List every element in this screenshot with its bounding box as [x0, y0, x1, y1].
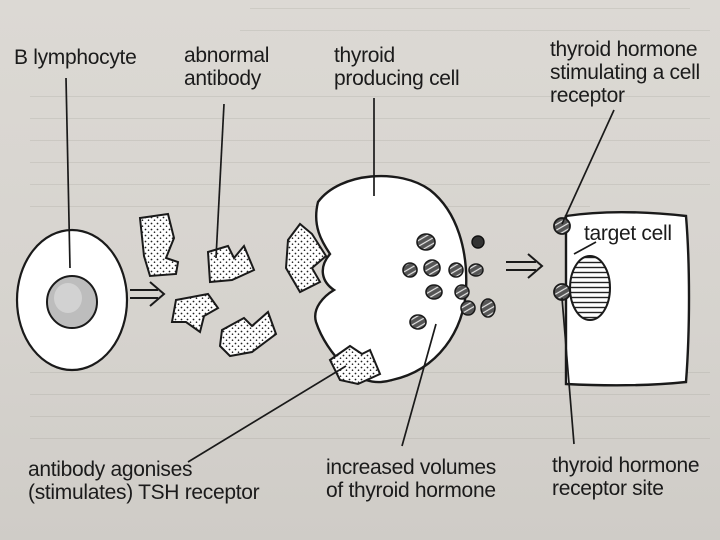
- bleed-through-line: [240, 30, 710, 31]
- label-abnormal-antibody: abnormal antibody: [184, 44, 270, 90]
- target-cell-nucleus: [569, 255, 611, 321]
- thyroid-cell-outline: [314, 174, 468, 384]
- target-cell-outline: [564, 211, 691, 387]
- bleed-through-line: [30, 162, 710, 163]
- label-target-cell: target cell: [584, 222, 672, 245]
- bleed-through-line: [30, 140, 710, 141]
- bleed-through-line: [30, 438, 710, 439]
- bleed-through-line: [250, 8, 690, 9]
- bleed-through-line: [30, 206, 590, 207]
- arrow-to-target-cell: [506, 253, 544, 279]
- b-lymphocyte-cell: [15, 228, 129, 372]
- label-b-lymphocyte: B lymphocyte: [14, 46, 137, 69]
- bleed-through-line: [30, 394, 710, 395]
- bound-antibody: [284, 222, 382, 386]
- antibody-fragment: [138, 212, 278, 358]
- label-receptor-site: thyroid hormone receptor site: [552, 454, 700, 500]
- released-hormone-granule: [448, 235, 496, 318]
- bleed-through-line: [30, 416, 710, 417]
- label-increased-volumes: increased volumes of thyroid hormone: [326, 456, 496, 502]
- hormone-receptor: [553, 217, 571, 301]
- label-thyroid-hormone-stimulating: thyroid hormone stimulating a cell recep…: [550, 38, 700, 107]
- arrow-to-antibodies: [130, 281, 166, 307]
- label-thyroid-producing-cell: thyroid producing cell: [334, 44, 460, 90]
- label-antibody-agonises: antibody agonises (stimulates) TSH recep…: [28, 458, 260, 504]
- bleed-through-line: [30, 96, 710, 97]
- hormone-granule: [402, 233, 443, 330]
- leader-line: [65, 77, 615, 463]
- bleed-through-line: [30, 118, 710, 119]
